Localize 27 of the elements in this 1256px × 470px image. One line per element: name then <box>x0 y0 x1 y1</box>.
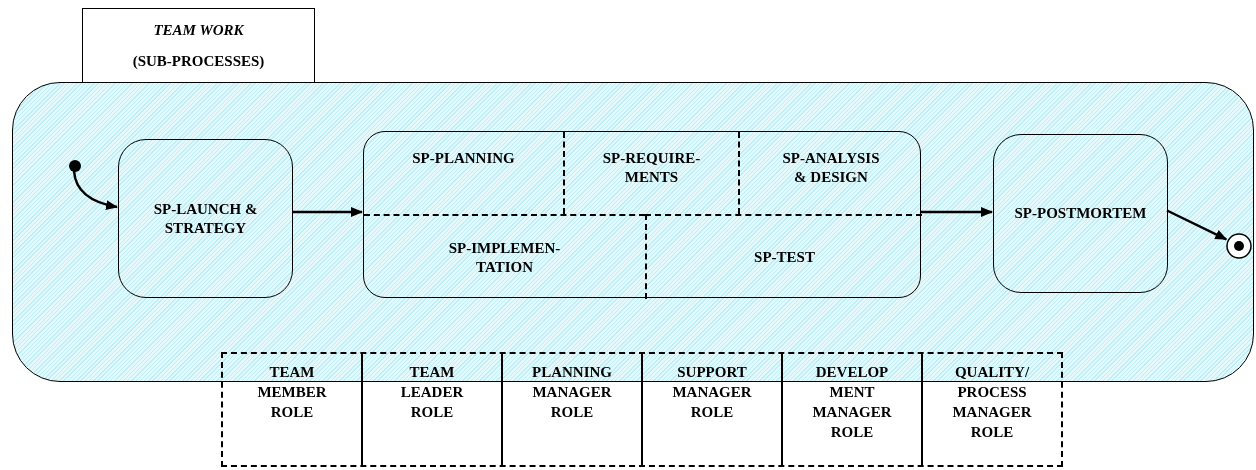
arrow <box>292 207 363 217</box>
start-dot <box>69 160 81 172</box>
tab-heading: TEAM WORK <box>153 20 244 40</box>
role-label: SUPPORT MANAGER ROLE <box>671 363 753 422</box>
role-label: DEVELOP MENT MANAGER ROLE <box>811 363 893 442</box>
tab-subheading: (SUB-PROCESSES) <box>132 51 265 71</box>
state-box <box>993 134 1168 293</box>
state-box <box>118 139 293 298</box>
arrow <box>72 170 118 210</box>
container-box <box>12 82 1254 382</box>
role-label: TEAM LEADER ROLE <box>399 363 465 422</box>
state-label: SP-IMPLEMEN- TATION <box>447 238 562 277</box>
state-label: SP-REQUIRE- MENTS <box>601 149 702 187</box>
arrow <box>920 207 993 217</box>
sub-state-cell <box>645 214 922 299</box>
state-label: SP-TEST <box>754 248 815 267</box>
state-label: SP-LAUNCH & STRATEGY <box>152 199 259 238</box>
arrow <box>1166 209 1228 241</box>
state-label: SP-POSTMORTEM <box>1014 204 1147 223</box>
role-label: PLANNING MANAGER ROLE <box>531 363 613 422</box>
state-label: SP-ANALYSIS & DESIGN <box>781 149 881 187</box>
role-label: QUALITY/ PROCESS MANAGER ROLE <box>951 363 1033 442</box>
state-label: SP-PLANNING <box>412 149 515 168</box>
role-label: TEAM MEMBER ROLE <box>256 363 328 422</box>
state-box <box>363 131 921 298</box>
end-state-circle <box>1226 233 1252 259</box>
title-tab <box>82 8 315 83</box>
